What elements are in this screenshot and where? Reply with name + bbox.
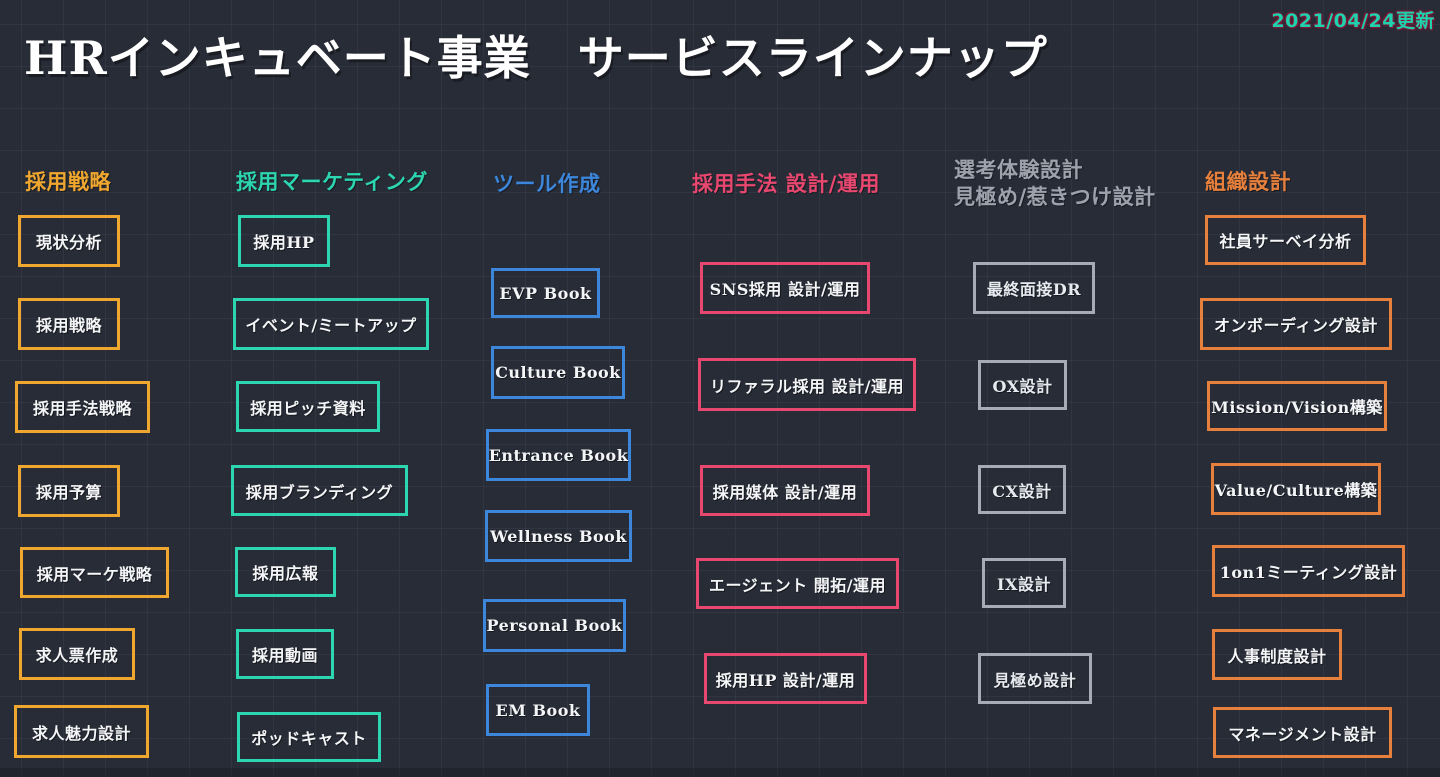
service-box-label: EVP Book xyxy=(499,283,592,303)
service-box-label: エージェント 開拓/運用 xyxy=(708,575,887,595)
service-box-label: Entrance Book xyxy=(488,445,629,465)
service-box: Wellness Book xyxy=(485,510,632,562)
column-header-org-design: 組織設計 xyxy=(1205,169,1291,194)
service-box-label: Wellness Book xyxy=(490,526,627,546)
service-box: 見極め設計 xyxy=(978,653,1092,704)
service-box-label: 採用動画 xyxy=(251,646,318,665)
service-box-label: 採用広報 xyxy=(252,564,319,583)
service-box: オンボーディング設計 xyxy=(1200,298,1392,350)
service-box: 求人票作成 xyxy=(19,628,135,680)
service-box-label: 採用媒体 設計/運用 xyxy=(712,482,858,502)
updated-date-badge: 2021/04/24更新 xyxy=(1271,10,1435,32)
service-box-label: 採用手法戦略 xyxy=(32,399,132,418)
service-box: リファラル採用 設計/運用 xyxy=(698,358,916,411)
service-box-label: EM Book xyxy=(495,700,581,720)
column-header-tool-creation: ツール作成 xyxy=(493,171,601,196)
bottom-edge-band xyxy=(0,768,1440,777)
service-box-label: Culture Book xyxy=(495,363,621,382)
service-box: 採用戦略 xyxy=(18,298,120,350)
service-box: SNS採用 設計/運用 xyxy=(700,262,870,314)
service-box: 採用マーケ戦略 xyxy=(20,547,169,598)
service-box-label: リファラル採用 設計/運用 xyxy=(710,376,904,396)
service-box-label: 社員サーベイ分析 xyxy=(1219,232,1352,251)
service-box-label: 現状分析 xyxy=(35,233,102,252)
service-box: 採用媒体 設計/運用 xyxy=(700,465,870,516)
service-box-label: CX設計 xyxy=(992,481,1052,501)
service-box: CX設計 xyxy=(978,465,1066,514)
service-box-label: Mission/Vision構築 xyxy=(1211,398,1383,417)
service-box-label: Value/Culture構築 xyxy=(1214,481,1378,500)
service-box-label: 見極め設計 xyxy=(993,670,1077,690)
service-box: Entrance Book xyxy=(486,429,631,481)
service-box-label: 採用ピッチ資料 xyxy=(250,398,366,418)
page-title: HRインキュベート事業 サービスラインナップ xyxy=(24,31,1048,85)
service-box-label: Personal Book xyxy=(486,616,623,635)
service-box-label: マネージメント設計 xyxy=(1228,724,1377,744)
service-box-label: 採用HP 設計/運用 xyxy=(715,670,856,690)
service-box-label: 採用ブランディング xyxy=(245,482,394,502)
service-box: 最終面接DR xyxy=(973,262,1095,314)
service-box: 現状分析 xyxy=(18,215,120,267)
service-box-label: 採用マーケ戦略 xyxy=(36,564,153,584)
service-box: イベント/ミートアップ xyxy=(233,298,429,350)
service-box: マネージメント設計 xyxy=(1213,707,1392,758)
service-box: 1on1ミーティング設計 xyxy=(1212,545,1405,597)
service-box: 採用動画 xyxy=(236,629,334,679)
service-box: EM Book xyxy=(486,684,590,736)
column-header-selection-experience: 選考体験設計 見極め/惹きつけ設計 xyxy=(954,157,1156,209)
service-box: EVP Book xyxy=(491,268,600,318)
service-box: 採用HP xyxy=(238,215,330,267)
service-box-label: IX設計 xyxy=(997,575,1051,594)
service-box: 採用予算 xyxy=(18,465,120,517)
service-box: 採用ブランディング xyxy=(231,465,408,516)
service-box: 求人魅力設計 xyxy=(14,705,149,758)
column-header-recruit-methods: 採用手法 設計/運用 xyxy=(692,171,880,196)
service-box: 社員サーベイ分析 xyxy=(1205,215,1366,265)
service-box: 採用広報 xyxy=(235,547,336,597)
service-box: Mission/Vision構築 xyxy=(1207,381,1387,431)
service-box: ポッドキャスト xyxy=(237,712,381,762)
service-box-label: イベント/ミートアップ xyxy=(245,316,417,335)
service-box: Personal Book xyxy=(483,599,626,652)
service-box-label: 採用HP xyxy=(253,233,315,252)
service-box: Value/Culture構築 xyxy=(1211,463,1381,515)
service-box: 採用手法戦略 xyxy=(15,381,150,433)
service-box-label: 求人魅力設計 xyxy=(31,723,131,743)
service-box: 採用HP 設計/運用 xyxy=(704,653,867,704)
column-header-recruit-strategy: 採用戦略 xyxy=(25,169,111,194)
service-box-label: OX設計 xyxy=(992,377,1053,396)
service-box-label: 最終面接DR xyxy=(986,280,1082,299)
service-box-label: 1on1ミーティング設計 xyxy=(1219,563,1398,582)
service-box-label: 人事制度設計 xyxy=(1227,646,1327,666)
service-box: OX設計 xyxy=(978,360,1067,410)
service-box-label: ポッドキャスト xyxy=(251,729,367,748)
service-box: 採用ピッチ資料 xyxy=(236,381,380,432)
service-box-label: 採用予算 xyxy=(35,483,102,502)
column-header-recruit-marketing: 採用マーケティング xyxy=(236,169,428,194)
service-box: エージェント 開拓/運用 xyxy=(696,558,899,609)
service-box-label: オンボーディング設計 xyxy=(1214,316,1378,335)
service-box: 人事制度設計 xyxy=(1212,629,1342,680)
service-box-label: 採用戦略 xyxy=(35,316,102,335)
service-box-label: 求人票作成 xyxy=(35,646,119,665)
service-box-label: SNS採用 設計/運用 xyxy=(709,280,861,299)
service-box: IX設計 xyxy=(982,558,1066,608)
service-box: Culture Book xyxy=(491,346,625,399)
